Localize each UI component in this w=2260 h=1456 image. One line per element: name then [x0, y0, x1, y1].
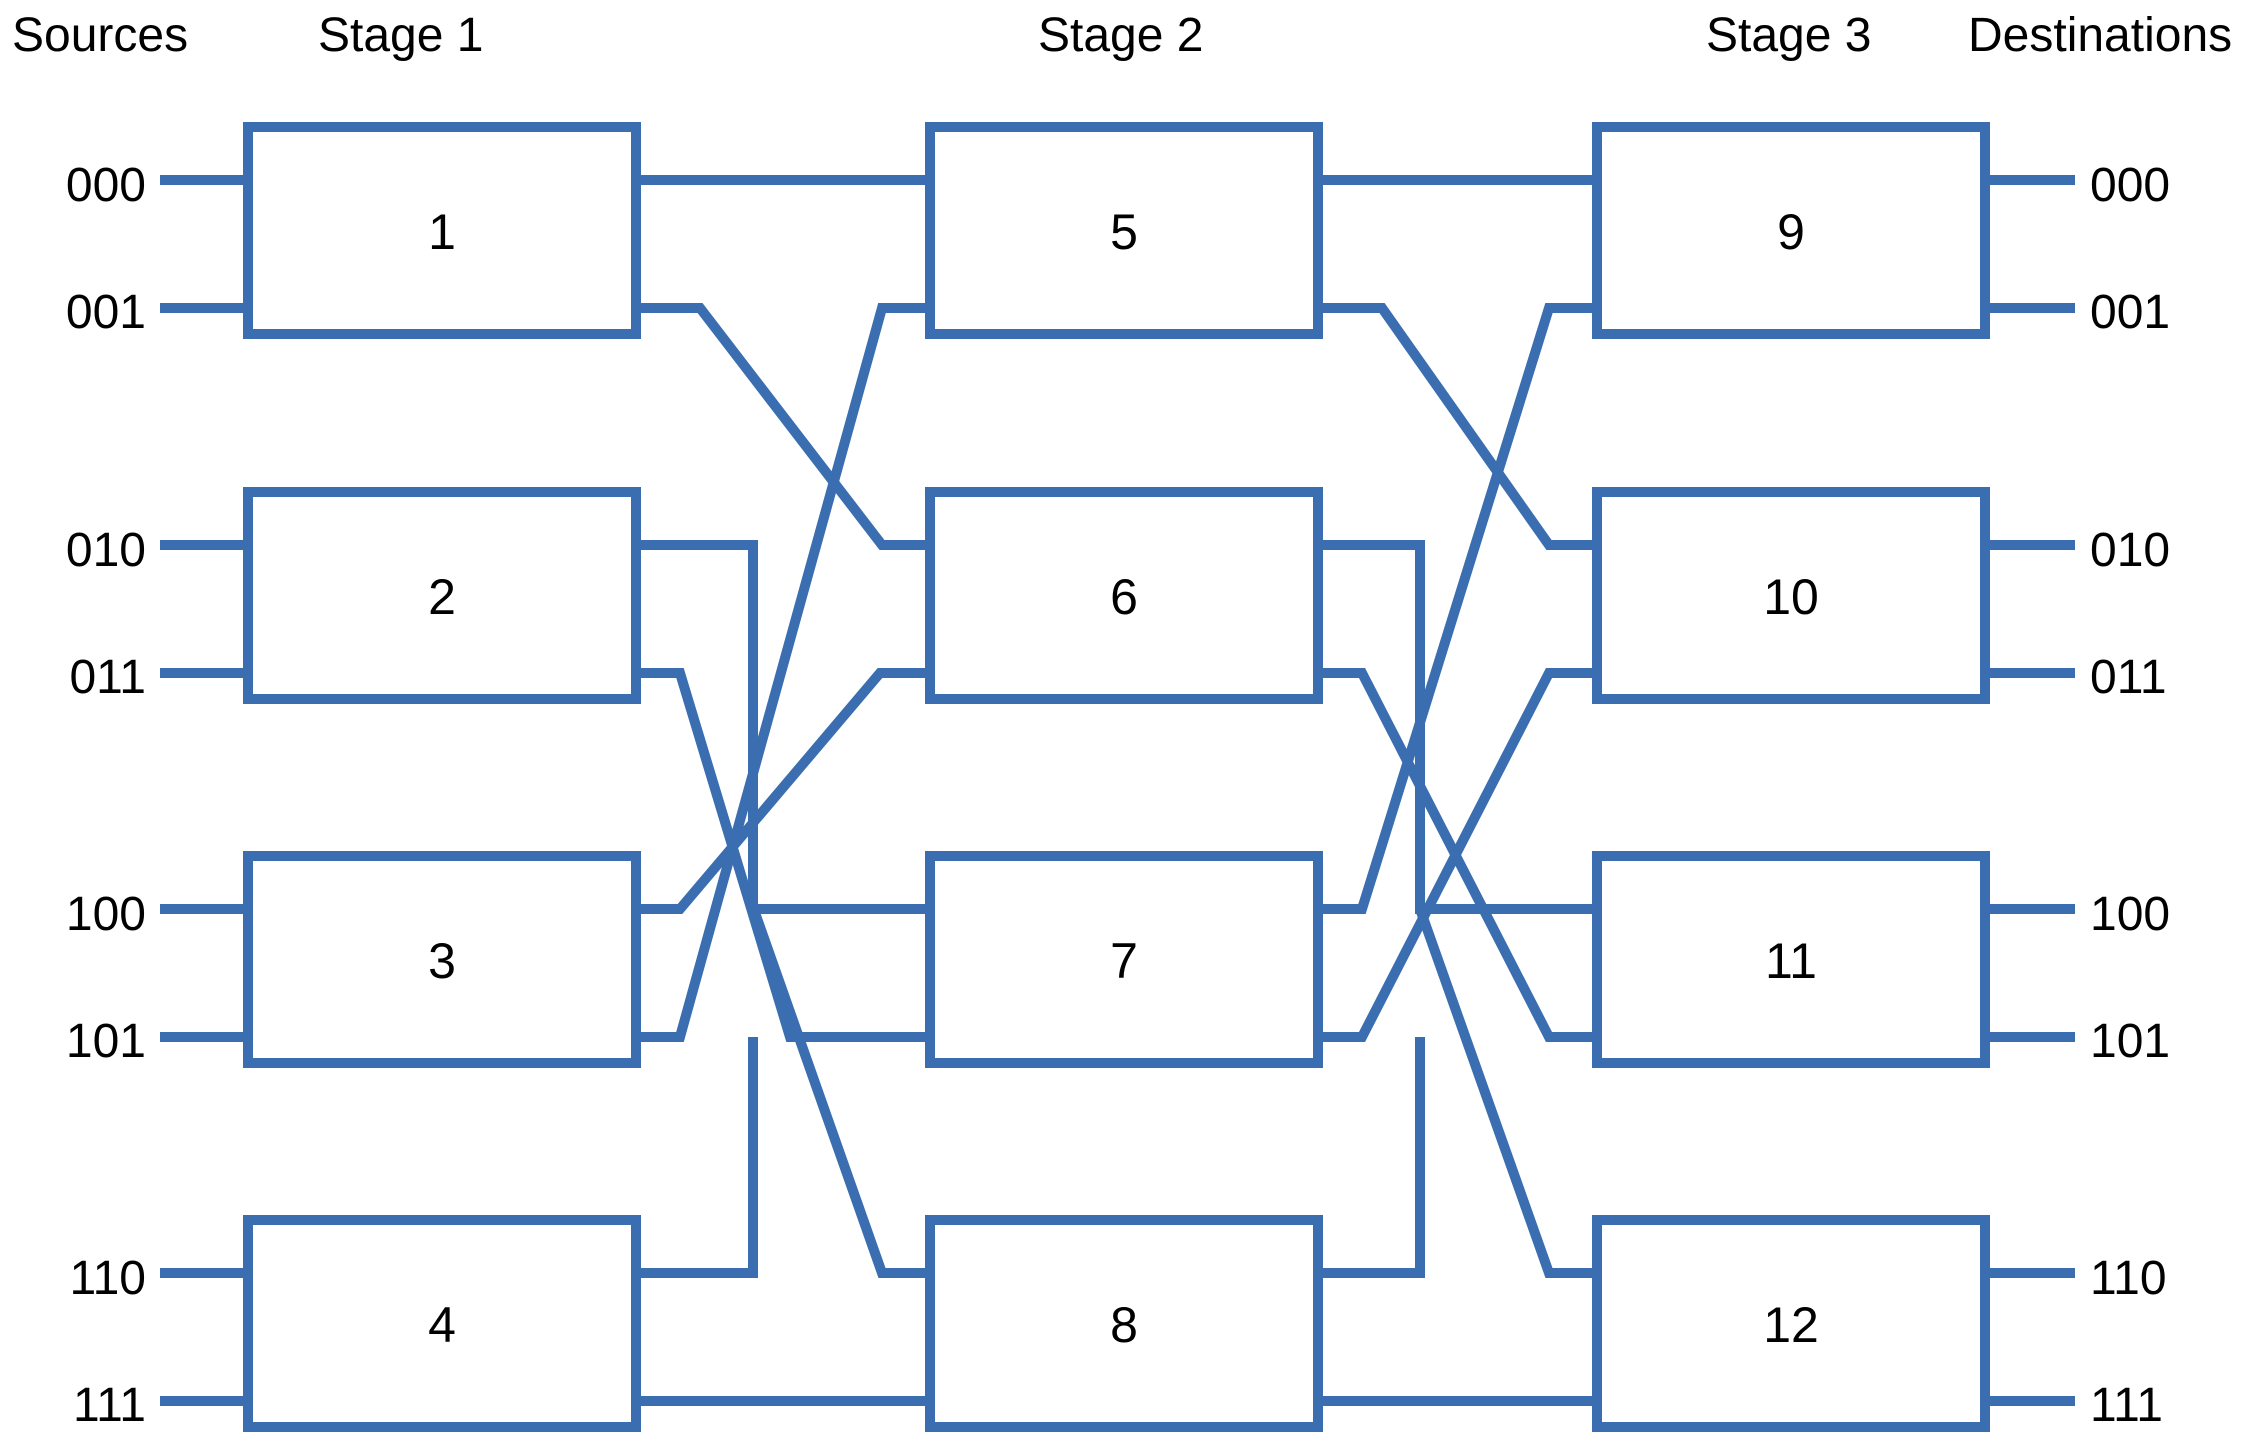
header-stage-3: Stage 3	[1706, 9, 1872, 62]
switch-box-11[interactable]	[1592, 851, 1990, 1068]
switch-box-9[interactable]	[1592, 122, 1990, 339]
switch-box-label-1: 1	[428, 204, 456, 260]
header-stage-1: Stage 1	[318, 9, 484, 62]
switch-box-label-11: 11	[1765, 933, 1817, 989]
source-label-001: 001	[65, 286, 146, 339]
source-label-011: 011	[69, 651, 146, 704]
switch-box-10[interactable]	[1592, 487, 1990, 704]
link-7bot-10bot	[1318, 668, 1597, 1042]
switch-box-label-3: 3	[428, 933, 456, 989]
header-stage-2: Stage 2	[1038, 9, 1204, 62]
switch-box-label-2: 2	[428, 569, 456, 625]
link-1bot-6top	[636, 303, 930, 550]
link-4top-8top-helper	[636, 1037, 930, 1273]
switch-box-4[interactable]	[243, 1215, 641, 1432]
switch-box-label-4: 4	[428, 1297, 456, 1353]
switch-box-label-8: 8	[1110, 1297, 1138, 1353]
link-cross-into-8top	[748, 905, 930, 1278]
switch-box-3[interactable]	[243, 851, 641, 1068]
switch-box-label-12: 12	[1763, 1297, 1819, 1353]
switch-box-label-7: 7	[1110, 933, 1138, 989]
switch-box-8[interactable]	[925, 1215, 1323, 1432]
link-4top-8top	[636, 1037, 758, 1278]
destination-label-100: 100	[2090, 888, 2171, 941]
source-label-110: 110	[69, 1252, 146, 1305]
source-label-101: 101	[65, 1015, 146, 1068]
source-label-000: 000	[65, 159, 146, 212]
switch-box-7[interactable]	[925, 851, 1323, 1068]
switch-box-6[interactable]	[925, 487, 1323, 704]
link-7top-9bot	[1318, 303, 1597, 914]
link-3bot-5bot	[636, 303, 930, 1042]
destination-label-111: 111	[2090, 1379, 2163, 1432]
switch-box-label-6: 6	[1110, 569, 1138, 625]
header-destinations: Destinations	[1968, 9, 2233, 62]
destination-label-001: 001	[2090, 286, 2171, 339]
destination-label-010: 010	[2090, 524, 2171, 577]
source-label-010: 010	[65, 524, 146, 577]
link-8top-12top-a	[1318, 1037, 1425, 1278]
destination-label-000: 000	[2090, 159, 2171, 212]
switch-box-5[interactable]	[925, 122, 1323, 339]
switch-box-1[interactable]	[243, 122, 641, 339]
switch-box-2[interactable]	[243, 487, 641, 704]
link-5bot-10top	[1318, 303, 1597, 550]
switch-box-12[interactable]	[1592, 1215, 1990, 1432]
header-sources: Sources	[12, 9, 189, 62]
source-label-100: 100	[65, 888, 146, 941]
destination-label-011: 011	[2090, 651, 2167, 704]
destination-label-110: 110	[2090, 1252, 2167, 1305]
switch-box-label-10: 10	[1763, 569, 1819, 625]
link-cross-into-12top	[1415, 907, 1597, 1278]
source-label-111: 111	[73, 1379, 146, 1432]
link-2top-7top	[636, 540, 930, 914]
switch-box-label-9: 9	[1777, 204, 1805, 260]
switch-box-label-5: 5	[1110, 204, 1138, 260]
link-3top-6bot	[636, 668, 930, 914]
destination-label-101: 101	[2090, 1015, 2171, 1068]
